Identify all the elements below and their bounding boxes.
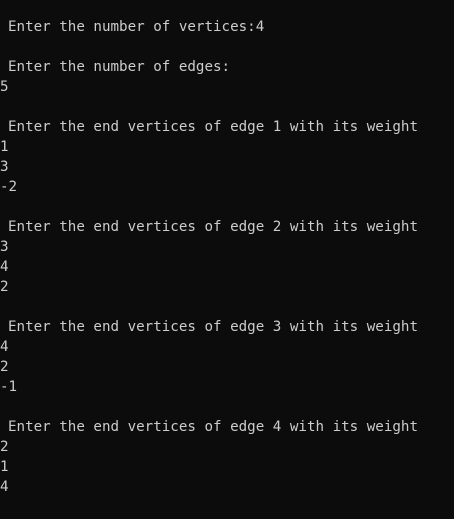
edges-input-value: 5 xyxy=(0,79,9,95)
edge-4-value-3: 4 xyxy=(0,479,9,495)
edge-1-prompt: Enter the end vertices of edge 1 with it… xyxy=(8,119,418,135)
vertices-prompt: Enter the number of vertices:4 xyxy=(8,19,265,35)
blank-line xyxy=(0,197,454,217)
edge-3-value-2: 2 xyxy=(0,359,9,375)
edge-4-value-1: 2 xyxy=(0,439,9,455)
edge-2-value-1: 3 xyxy=(0,239,9,255)
blank-line xyxy=(0,37,454,57)
edge-1-value-1: 1 xyxy=(0,139,9,155)
edge-1-value-3: -2 xyxy=(0,179,18,195)
edge-2-value-2: 4 xyxy=(0,259,9,275)
edge-3-value-3: -1 xyxy=(0,379,18,395)
blank-line xyxy=(0,97,454,117)
blank-line xyxy=(0,297,454,317)
edge-2-value-3: 2 xyxy=(0,279,9,295)
edge-1-value-2: 3 xyxy=(0,159,9,175)
edge-4-value-2: 1 xyxy=(0,459,9,475)
edge-2-prompt: Enter the end vertices of edge 2 with it… xyxy=(8,219,418,235)
blank-line xyxy=(0,397,454,417)
edge-4-prompt: Enter the end vertices of edge 4 with it… xyxy=(8,419,418,435)
edge-3-value-1: 4 xyxy=(0,339,9,355)
edge-3-prompt: Enter the end vertices of edge 3 with it… xyxy=(8,319,418,335)
edges-prompt: Enter the number of edges: xyxy=(8,59,231,75)
